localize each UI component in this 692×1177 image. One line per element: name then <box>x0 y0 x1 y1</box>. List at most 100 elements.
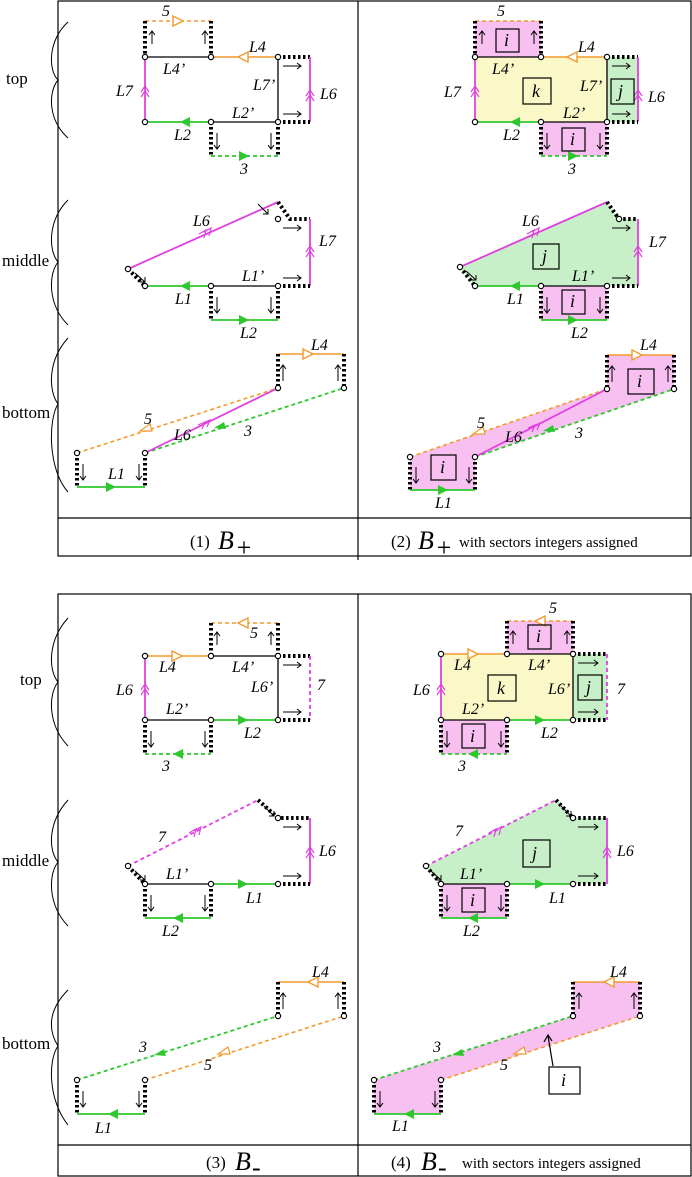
panel-1: 5 L4 L4’ L7 L7’ L6 L2’ L2 3 L6 L7 L <box>73 3 348 492</box>
svg-text:+: + <box>235 533 253 562</box>
sector-k-top: k <box>532 81 541 101</box>
svg-text:+: + <box>435 533 453 562</box>
p3-label-5: 5 <box>250 625 258 642</box>
p4-bot-L4: L4 <box>609 964 627 981</box>
svg-text:B: B <box>218 526 234 555</box>
p2-label-L4: L4 <box>577 39 595 56</box>
p2-label-3: 3 <box>567 161 576 178</box>
label-5: 5 <box>162 3 170 20</box>
svg-text:with sectors integers assigned: with sectors integers assigned <box>459 535 638 551</box>
p3-label-7: 7 <box>317 677 326 694</box>
p3-bot-3: 3 <box>138 1039 147 1056</box>
row-label-middle-2: middle <box>2 851 49 870</box>
caption-4: (4) B - with sectors integers assigned <box>391 1147 641 1177</box>
label-bot-L1: L1 <box>107 466 125 483</box>
p2-bot-L6: L6 <box>504 429 522 446</box>
p4-label-L6: L6 <box>412 682 430 699</box>
label-L6: L6 <box>319 86 337 103</box>
p4-mid-7: 7 <box>455 823 464 840</box>
p2-mid-L7: L7 <box>648 234 667 251</box>
panel-4: 5 L4 L4’ L6 L6’ 7 L2’ L2 3 i k j i <box>370 600 644 1135</box>
p4-mid-L6: L6 <box>616 843 634 860</box>
row-braces-bottom <box>50 617 69 1126</box>
p2-mid-L2: L2 <box>570 325 588 342</box>
bottom-frame <box>57 593 692 1177</box>
row-label-top: top <box>6 69 28 88</box>
p3-label-L2: L2 <box>243 725 261 742</box>
svg-text:(1): (1) <box>190 532 210 551</box>
label-mid-L1: L1 <box>174 291 192 308</box>
p3-mid-7: 7 <box>158 829 167 846</box>
p3-mid-L1p: L1’ <box>165 866 188 883</box>
p2-label-L2p: L2’ <box>562 105 585 122</box>
row-label-middle: middle <box>2 251 49 270</box>
label-bot-L6: L6 <box>173 427 191 444</box>
caption-1: (1) B + <box>190 526 253 562</box>
p4-label-L2p: L2’ <box>461 701 484 718</box>
p3-mid-L2: L2 <box>161 923 179 940</box>
svg-text:(3): (3) <box>206 1153 226 1172</box>
p4-bot-5: 5 <box>500 1057 508 1074</box>
svg-text:B: B <box>421 1147 437 1176</box>
p3-label-L2p: L2’ <box>165 701 188 718</box>
label-bot-3: 3 <box>243 423 252 440</box>
p4-mid-L1p: L1’ <box>459 866 482 883</box>
p4-label-5: 5 <box>549 600 557 617</box>
p2-bot-5: 5 <box>477 415 485 432</box>
p3-mid-L1: L1 <box>245 890 263 907</box>
top-frame <box>57 0 692 560</box>
label-L7: L7 <box>115 83 134 100</box>
p4-sector-k: k <box>497 678 506 698</box>
p4-label-L4p: L4’ <box>527 657 550 674</box>
p4-sector-j-1: j <box>584 677 591 697</box>
p4-bot-L1: L1 <box>391 1118 409 1135</box>
p4-label-L6p: L6’ <box>547 681 570 698</box>
p2-bot-L1: L1 <box>434 495 452 512</box>
caption-2: (2) B + with sectors integers assigned <box>391 526 638 562</box>
p4-sector-j-2: j <box>530 843 537 863</box>
p4-sector-i-4: i <box>561 1070 566 1090</box>
label-bot-L4: L4 <box>310 337 328 354</box>
sector-i-mid: i <box>570 291 575 311</box>
p4-bot-3: 3 <box>432 1039 441 1056</box>
row-label-top-2: top <box>20 670 42 689</box>
p4-sector-i-1: i <box>536 626 541 646</box>
svg-text:B: B <box>418 526 434 555</box>
p4-label-L2: L2 <box>540 725 558 742</box>
p3-mid-L6: L6 <box>318 843 336 860</box>
p2-bot-L4: L4 <box>639 337 657 354</box>
sector-i-bot1: i <box>637 371 642 391</box>
sector-i-top1: i <box>504 30 509 50</box>
label-L2: L2 <box>173 127 191 144</box>
p4-mid-L1: L1 <box>548 890 566 907</box>
label-bot-5: 5 <box>144 411 152 428</box>
label-L4p: L4’ <box>162 61 185 78</box>
row-label-bottom: bottom <box>2 403 50 422</box>
p2-mid-L6: L6 <box>521 213 539 230</box>
p4-sector-i-2: i <box>470 726 475 746</box>
svg-text:-: - <box>438 1153 447 1177</box>
panel-3: 5 L4 L4’ L6 L6’ 7 L2’ L2 3 7 L6 L1’ <box>73 616 348 1137</box>
p3-bot-L1: L1 <box>94 1120 112 1137</box>
sector-i-bot2: i <box>440 457 445 477</box>
label-L4: L4 <box>248 39 266 56</box>
row-braces-top <box>50 21 69 493</box>
p2-mid-L1: L1 <box>506 291 524 308</box>
p2-label-L2: L2 <box>502 127 520 144</box>
sector-j-mid: j <box>540 246 547 266</box>
caption-3: (3) B - <box>206 1147 261 1177</box>
label-mid-L2: L2 <box>239 325 257 342</box>
p2-label-L6: L6 <box>647 89 665 106</box>
svg-text:(2): (2) <box>391 532 411 551</box>
panel-2: 5 L4 L4’ L7 L7’ L6 L2’ L2 3 i k j i <box>406 3 678 512</box>
p3-label-L6p: L6’ <box>250 679 273 696</box>
p4-label-7: 7 <box>617 681 626 698</box>
label-mid-L1p: L1’ <box>241 268 264 285</box>
p3-label-L6: L6 <box>115 682 133 699</box>
label-3: 3 <box>239 161 248 178</box>
p3-label-3: 3 <box>161 758 170 775</box>
svg-text:(4): (4) <box>391 1153 411 1172</box>
p3-bot-5: 5 <box>204 1057 212 1074</box>
label-L2p: L2’ <box>231 105 254 122</box>
p2-bot-3: 3 <box>574 425 583 442</box>
